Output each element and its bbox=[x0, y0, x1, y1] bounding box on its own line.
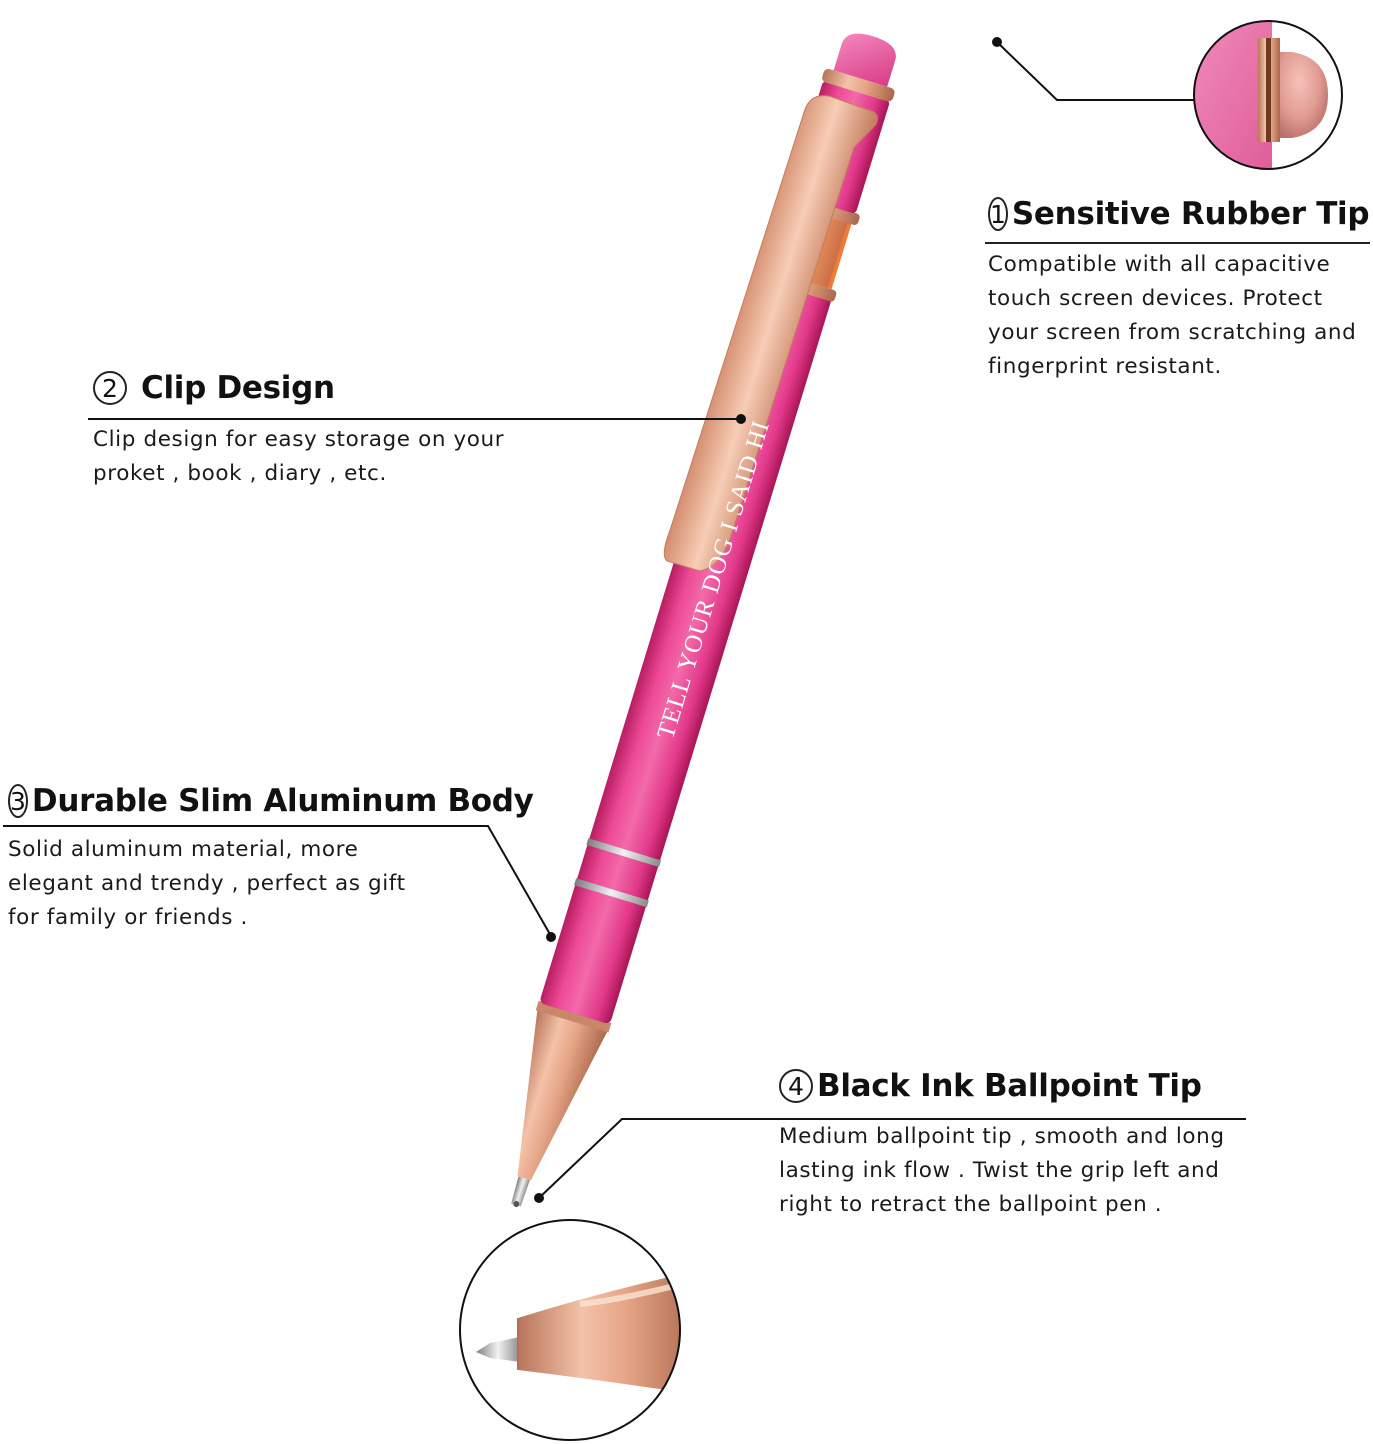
callout-line bbox=[539, 1118, 1246, 1198]
callout-line bbox=[3, 825, 552, 937]
pen: TELL YOUR DOG I SAID HI bbox=[511, 33, 896, 1208]
rose-gold-cone bbox=[517, 1007, 609, 1181]
feature-title: Sensitive Rubber Tip bbox=[1011, 196, 1370, 232]
feature-description: Solid aluminum material, more elegant an… bbox=[8, 837, 406, 930]
feature-underline bbox=[985, 242, 1370, 244]
stylus-detail-circle bbox=[1193, 20, 1343, 170]
silver-ring bbox=[574, 878, 649, 908]
feature-durable-slim-aluminum-body: 3 Durable Slim Aluminum Body Solid alumi… bbox=[8, 783, 534, 935]
callout-dot bbox=[546, 932, 556, 942]
feature-description: Medium ballpoint tip , smooth and long l… bbox=[779, 1124, 1225, 1217]
pen-barrel bbox=[590, 276, 832, 860]
feature-clip-design: 2 Clip Design Clip design for easy stora… bbox=[93, 370, 573, 491]
callout-dot bbox=[534, 1193, 544, 1203]
feature-number: 2 bbox=[93, 371, 127, 405]
callout-line bbox=[996, 41, 1196, 101]
pen-clip bbox=[663, 95, 878, 572]
ballpoint-refill-tip bbox=[511, 1176, 530, 1207]
feature-black-ink-ballpoint-tip: 4 Black Ink Ballpoint Tip Medium ballpoi… bbox=[779, 1068, 1249, 1222]
stylus-rubber-tip bbox=[833, 33, 896, 87]
feature-description: Clip design for easy storage on your pro… bbox=[93, 427, 505, 486]
feature-title: Durable Slim Aluminum Body bbox=[31, 783, 534, 819]
silver-ring bbox=[586, 838, 662, 868]
feature-sensitive-rubber-tip: 1 Sensitive Rubber Tip Compatible with a… bbox=[988, 196, 1370, 384]
feature-number: 4 bbox=[779, 1069, 813, 1103]
feature-title: Black Ink Ballpoint Tip bbox=[817, 1068, 1202, 1104]
feature-number: 1 bbox=[988, 197, 1008, 231]
feature-title: Clip Design bbox=[141, 370, 335, 406]
ballpoint-detail-circle bbox=[459, 1219, 681, 1441]
callout-dot bbox=[736, 414, 746, 424]
pen-grip bbox=[540, 832, 661, 1024]
feature-number: 3 bbox=[8, 784, 28, 818]
feature-description: Compatible with all capacitive touch scr… bbox=[988, 252, 1357, 379]
